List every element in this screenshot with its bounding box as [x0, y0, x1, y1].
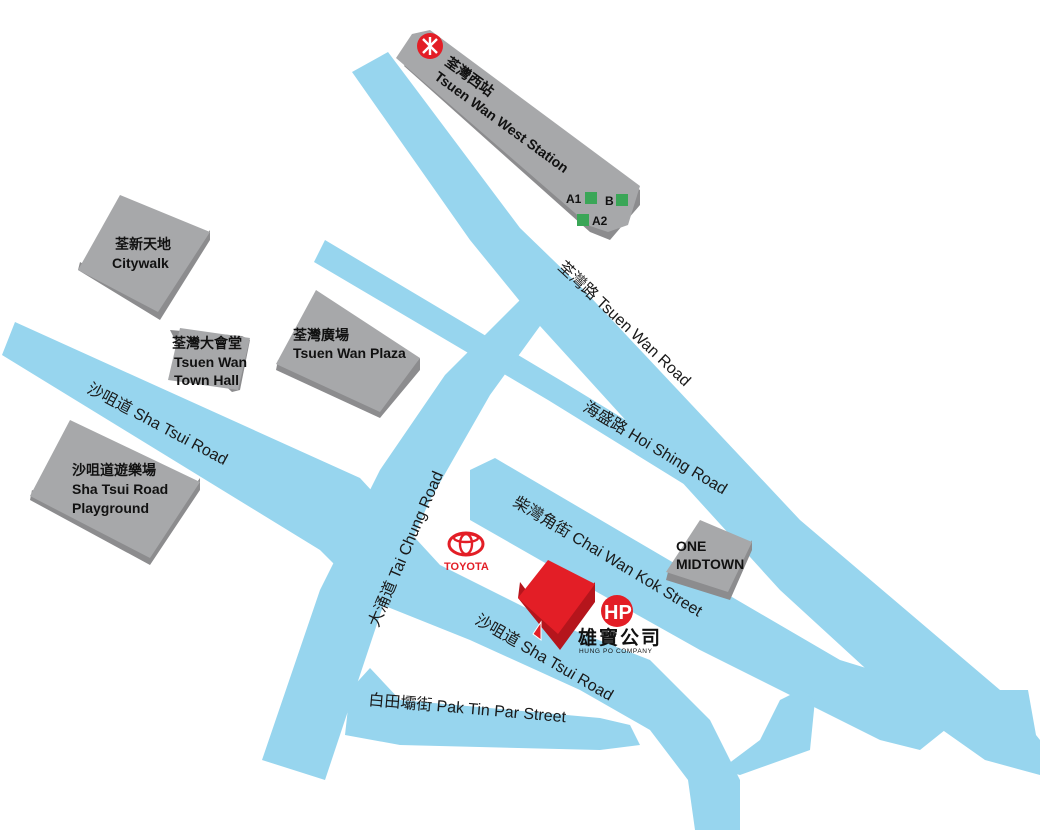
hung-po-logo-icon: [601, 595, 633, 627]
one-midtown-name-1: ONE: [676, 538, 706, 554]
building-town-hall: 荃灣大會堂 Tsuen Wan Town Hall: [168, 328, 250, 392]
hung-po-logo: HP 雄寶公司 HUNG PO COMPANY: [577, 595, 662, 655]
building-plaza: 荃灣廣場 Tsuen Wan Plaza: [276, 290, 420, 418]
town-hall-name-zh: 荃灣大會堂: [172, 335, 242, 351]
citywalk-name-en: Citywalk: [112, 255, 169, 271]
plaza-name-en: Tsuen Wan Plaza: [293, 345, 406, 361]
plaza-name-zh: 荃灣廣場: [293, 327, 349, 343]
exit-a1: A1: [566, 192, 597, 206]
playground-name-en-1: Sha Tsui Road: [72, 481, 168, 497]
building-playground: 沙咀道遊樂場 Sha Tsui Road Playground: [30, 420, 200, 565]
exit-a2-label: A2: [592, 214, 608, 228]
toyota-label: TOYOTA: [444, 561, 489, 573]
town-hall-name-en-2: Town Hall: [174, 372, 239, 388]
road-network: [2, 52, 1040, 830]
hung-po-logo-letters: HP: [604, 602, 632, 624]
exit-a1-icon: [585, 192, 597, 204]
road-tai-chung-road: [262, 288, 580, 780]
road-chai-wan-kok-street: [470, 458, 945, 750]
exit-b-icon: [616, 194, 628, 206]
building-citywalk: 荃新天地 Citywalk: [78, 195, 210, 320]
citywalk-name-zh: 荃新天地: [115, 236, 171, 252]
hung-po-name-en: HUNG PO COMPANY: [579, 648, 653, 655]
one-midtown-name-2: MIDTOWN: [676, 556, 744, 572]
mtr-logo-mark: [422, 37, 438, 55]
hung-po-building: [518, 560, 595, 650]
exit-b: B: [605, 194, 628, 208]
station-building: [396, 30, 640, 232]
exit-a2-icon: [577, 214, 589, 226]
road-connector: [720, 690, 815, 775]
building-one-midtown: ONE MIDTOWN: [666, 520, 752, 600]
toyota-landmark: TOYOTA: [444, 531, 489, 573]
road-tsuen-wan-road: [352, 52, 1040, 775]
hung-po-building-side: [518, 582, 595, 650]
hung-po-building-top: [518, 560, 595, 634]
town-hall-name-en-1: Tsuen Wan: [174, 354, 247, 370]
exit-a1-label: A1: [566, 192, 582, 206]
road-hoi-shing-road: [314, 240, 752, 520]
road-pak-tin-par-street: [345, 668, 640, 750]
exit-a2: A2: [577, 214, 608, 228]
exit-b-label: B: [605, 194, 614, 208]
playground-name-en-2: Playground: [72, 500, 149, 516]
location-pointer-icon: [532, 620, 542, 641]
toyota-logo-icon: [447, 531, 485, 557]
playground-name-zh: 沙咀道遊樂場: [72, 462, 156, 478]
hung-po-name-zh: 雄寶公司: [577, 626, 662, 649]
